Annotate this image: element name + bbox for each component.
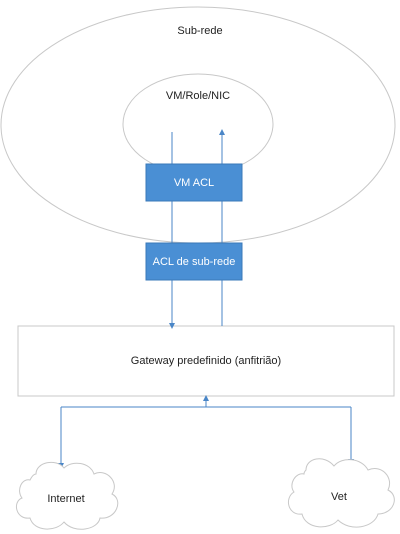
subnet-acl-box — [145, 242, 243, 281]
internet-label: Internet — [47, 493, 85, 505]
vm-acl-label: VM ACL — [173, 177, 215, 189]
vm-label: VM/Role/NIC — [165, 90, 231, 102]
vnet-cloud — [287, 458, 395, 528]
subnet-label: Sub-rede — [177, 25, 223, 37]
gateway-label: Gateway predefinido (anfitrião) — [130, 355, 282, 367]
subnet-acl-label: ACL de sub-rede — [152, 256, 236, 268]
vm-acl-box — [145, 163, 243, 202]
vnet-label: Vet — [331, 491, 347, 503]
internet-cloud — [15, 461, 119, 530]
